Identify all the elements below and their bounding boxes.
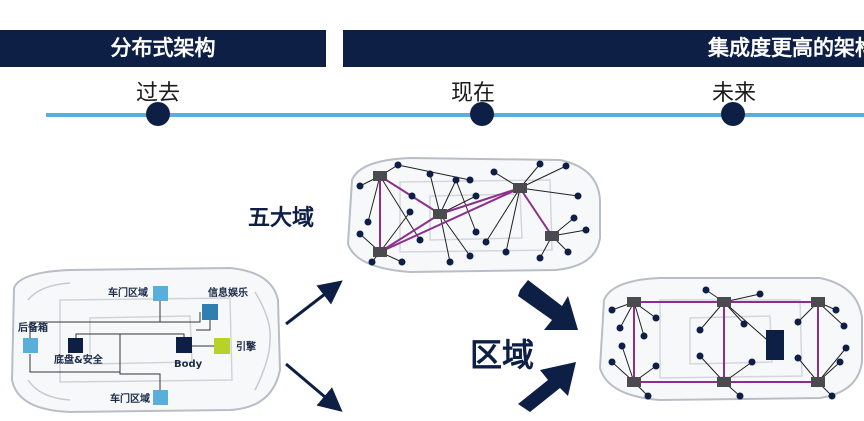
timeline-dot-future [721, 102, 745, 126]
distributed-car [10, 266, 282, 414]
thick-arrow-down [518, 280, 578, 330]
arrow-to-five-domains [285, 280, 343, 326]
thick-arrow-up [518, 362, 576, 412]
five-domains-label: 五大域 [248, 206, 315, 231]
integrated-architecture-title: 集成度更高的架构 [708, 36, 864, 60]
zone-label: 区域 [470, 336, 535, 374]
integrated-architecture-banner: 集成度更高的架构 [343, 30, 864, 67]
chassis-safety-label: 底盘&安全 [54, 353, 104, 366]
timeline-line [46, 113, 864, 117]
door-zone-bottom-label: 车门区域 [110, 392, 150, 405]
infotainment-label: 信息娱乐 [208, 286, 248, 299]
distributed-architecture-banner: 分布式架构 [0, 30, 326, 67]
arrow-to-lower [285, 362, 343, 412]
timeline-label-past: 过去 [136, 81, 181, 106]
timeline-dot-present [470, 102, 494, 126]
five-domains-car [346, 156, 601, 274]
timeline-label-future: 未来 [712, 81, 757, 106]
zone-car [598, 277, 863, 402]
trunk-label: 后备箱 [18, 321, 48, 334]
door-zone-top-label: 车门区域 [108, 286, 148, 299]
engine-label: 引擎 [236, 340, 256, 353]
distributed-architecture-title: 分布式架构 [110, 36, 216, 60]
timeline-dot-past [146, 102, 170, 126]
timeline-label-present: 现在 [451, 81, 496, 106]
body-label: Body [174, 359, 203, 370]
